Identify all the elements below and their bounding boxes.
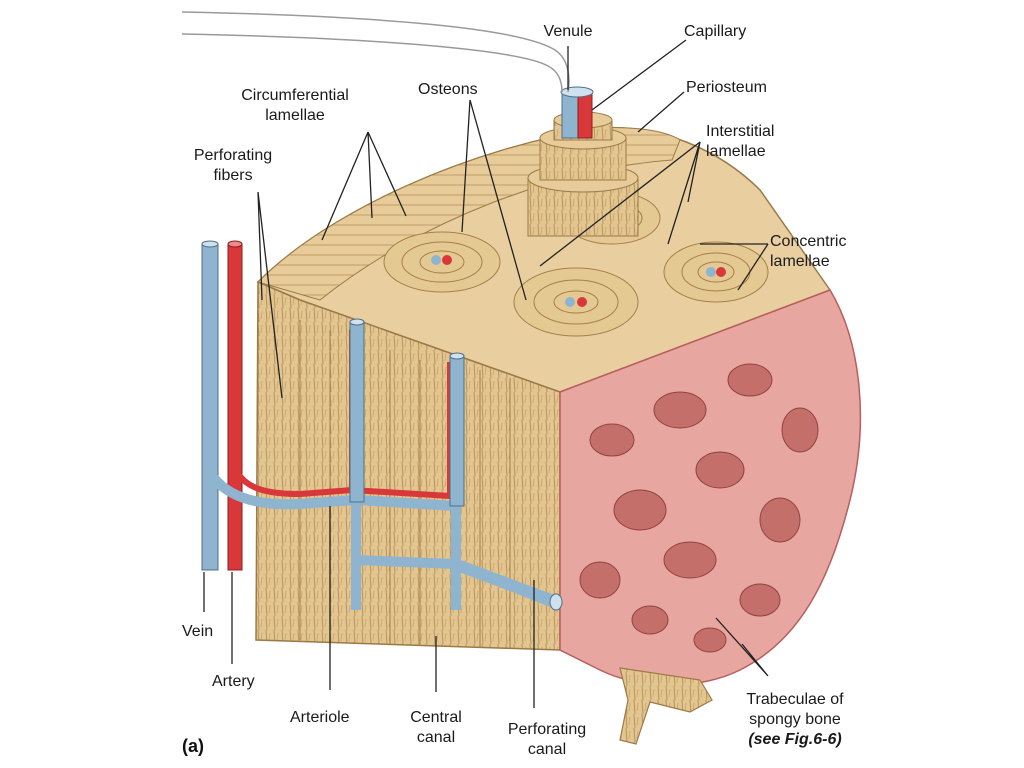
label-perforating-fibers-line1: Perforating [193, 147, 273, 164]
label-vein: Vein [182, 623, 214, 640]
label-capillary: Capillary [684, 23, 747, 40]
label-trabeculae: Trabeculae of spongy bone (see Fig.6-6) [722, 690, 868, 750]
label-circumferential-line2: lamellae [265, 107, 325, 124]
raised-osteon-stack [527, 111, 639, 237]
label-concentric-line2: lamellae [770, 253, 830, 270]
label-concentric-lamellae: Concentric lamellae [770, 232, 846, 272]
artery-vessel [227, 240, 243, 571]
label-osteons: Osteons [418, 81, 478, 98]
leader-lines [203, 39, 769, 708]
perforating-canal-vessel [457, 560, 559, 608]
vein-vessel [201, 240, 219, 571]
label-venule: Venule [543, 23, 593, 40]
label-trabeculae-see-fig: (see Fig.6-6) [748, 731, 842, 748]
label-interstitial-line1: Interstitial [706, 123, 775, 140]
label-central-canal: Central canal [398, 708, 474, 748]
label-perforating-fibers: Perforating fibers [180, 146, 286, 186]
label-perforating-canal: Perforating canal [492, 720, 602, 760]
label-circumferential-line1: Circumferential [241, 87, 349, 104]
osteon-2 [513, 267, 639, 337]
osteon-3 [663, 241, 769, 303]
label-trabeculae-line2: spongy bone [749, 711, 841, 728]
capillary-vessel [577, 91, 593, 139]
osteon-1 [383, 231, 501, 293]
venule-vessel [561, 91, 579, 139]
label-trabeculae-line1: Trabeculae of [746, 691, 844, 708]
label-central-canal-line1: Central [410, 709, 462, 726]
spongy-bone-cavities [579, 363, 819, 653]
label-interstitial-line2: lamellae [706, 143, 766, 160]
label-artery: Artery [212, 673, 255, 690]
label-perforating-fibers-line2: fibers [213, 167, 253, 184]
label-circumferential-lamellae: Circumferential lamellae [220, 86, 370, 126]
label-perforating-canal-line1: Perforating [507, 721, 587, 738]
label-periosteum: Periosteum [686, 79, 767, 96]
pointer-lines-top [181, 11, 570, 93]
panel-letter: (a) [182, 736, 204, 756]
label-concentric-line1: Concentric [770, 233, 847, 250]
label-central-canal-line2: canal [416, 729, 456, 746]
label-perforating-canal-line2: canal [527, 741, 567, 758]
trabecula-fragment [619, 667, 713, 745]
label-arteriole: Arteriole [290, 709, 350, 726]
label-interstitial-lamellae: Interstitial lamellae [706, 122, 774, 162]
